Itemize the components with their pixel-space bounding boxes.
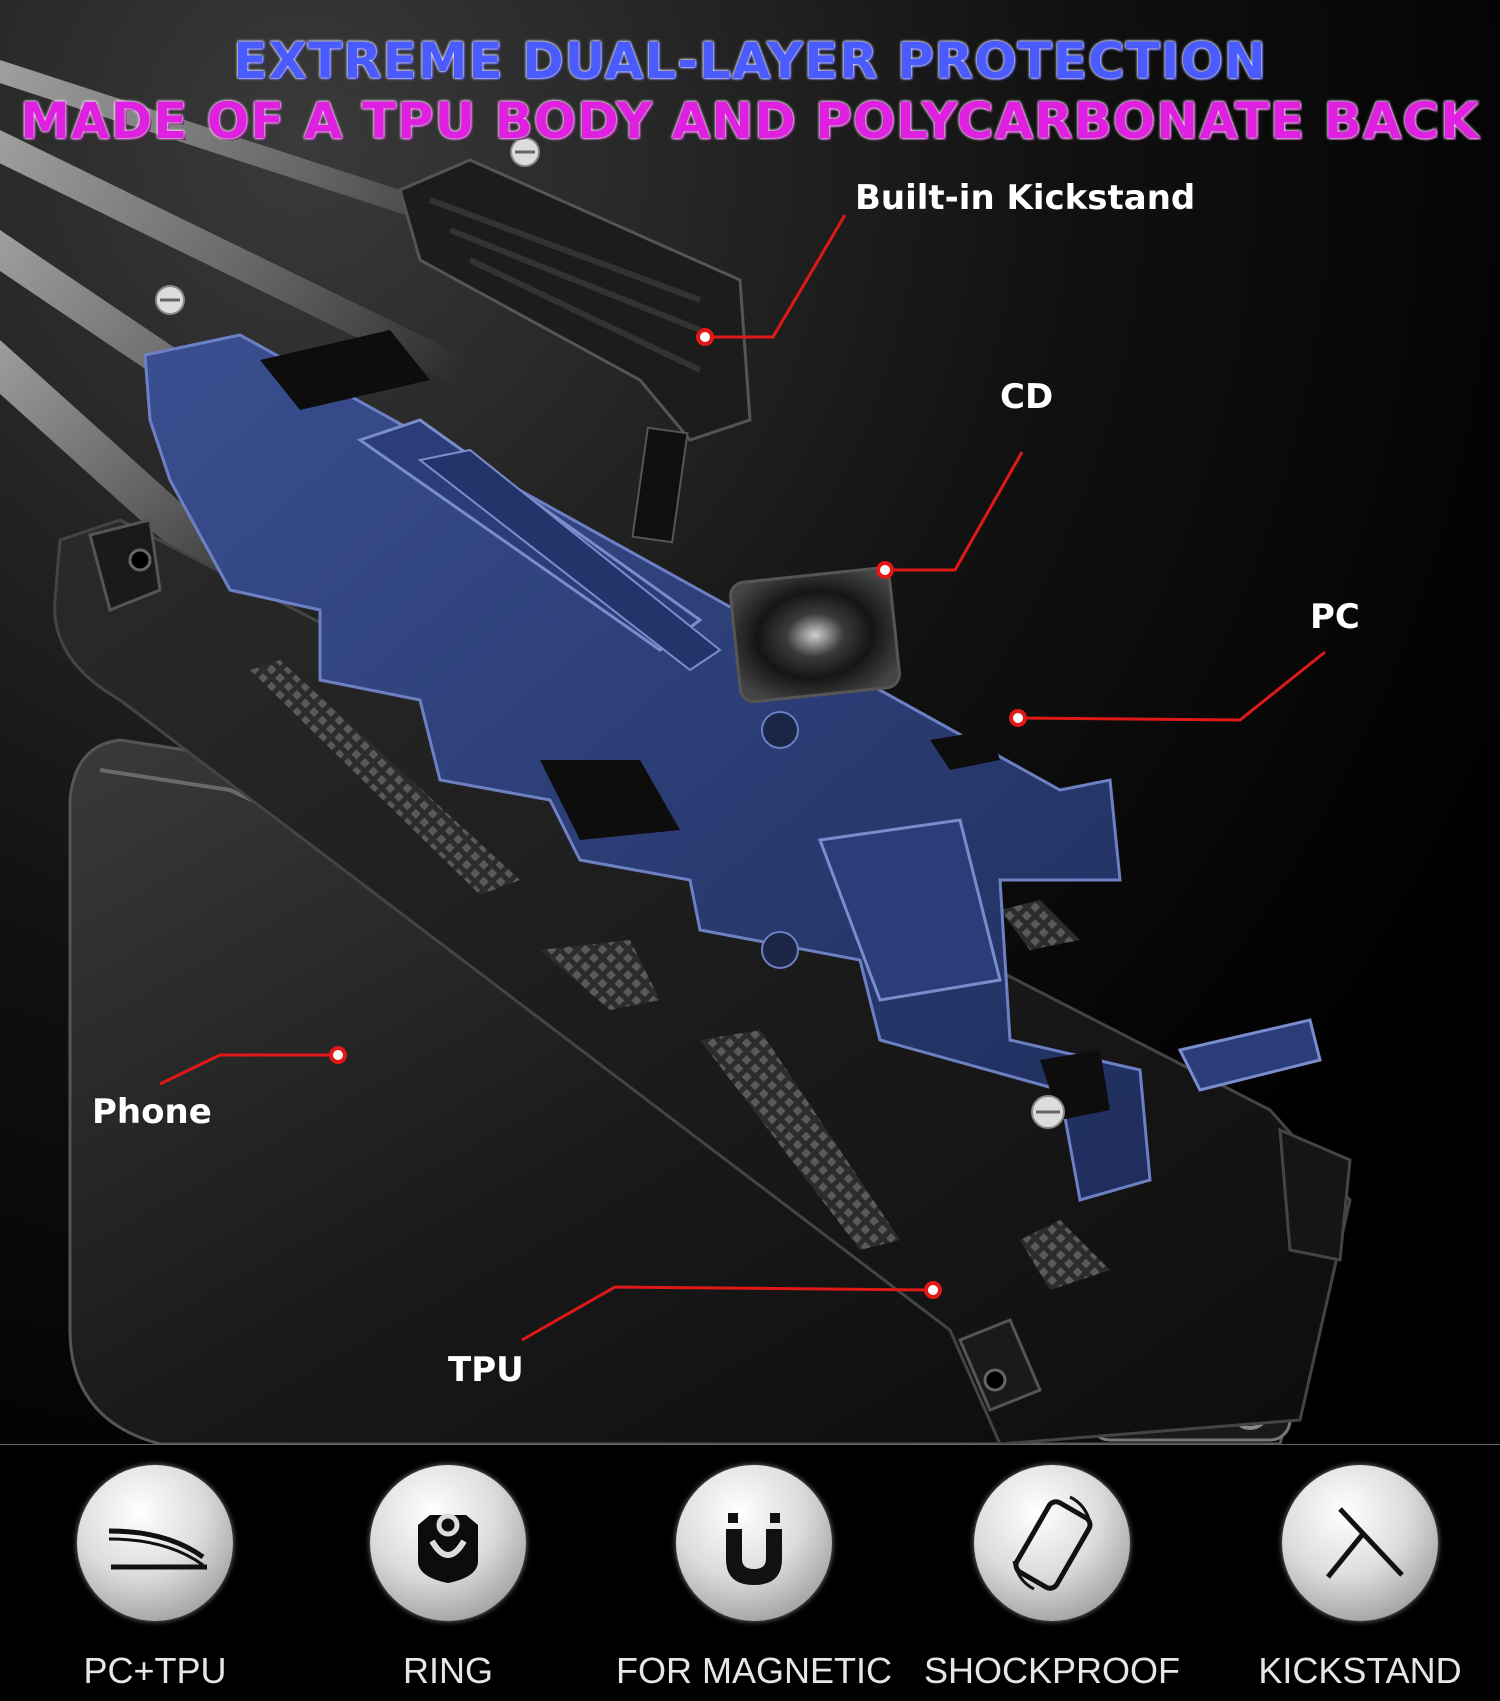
- callout-pc: PC: [1310, 597, 1360, 637]
- callout-cd: CD: [1000, 377, 1054, 417]
- phone-case-illustration: [53, 137, 1352, 1444]
- grip-texture: [1000, 900, 1080, 950]
- kickstand-icon: [1282, 1465, 1438, 1621]
- callout-tpu: TPU: [448, 1350, 524, 1390]
- feature-bar: PC+TPU RING FOR MAGNETIC: [0, 1444, 1500, 1701]
- leader-tpu: [521, 1285, 934, 1342]
- leader-dot: [696, 328, 714, 346]
- grip-texture: [540, 940, 660, 1010]
- screw-icon: [1031, 1095, 1065, 1129]
- feature-label: PC+TPU: [83, 1650, 227, 1691]
- cd-plate: [729, 566, 901, 704]
- grip-texture: [1020, 1220, 1110, 1290]
- feature-kickstand: KICKSTAND: [1210, 1445, 1500, 1701]
- leader-kickstand: [705, 214, 847, 339]
- feature-shockproof: SHOCKPROOF: [902, 1445, 1202, 1701]
- feature-magnetic: FOR MAGNETIC: [604, 1445, 904, 1701]
- kickstand-plate: [398, 158, 752, 442]
- callout-leaders: [159, 214, 1326, 1342]
- leader-phone: [159, 1053, 338, 1086]
- magnet-icon: [676, 1465, 832, 1621]
- callout-kickstand: Built-in Kickstand: [855, 178, 1196, 218]
- leader-dot: [1009, 709, 1027, 727]
- product-scene: EXTREME DUAL-LAYER PROTECTION MADE OF A …: [0, 0, 1500, 1444]
- screw-icon: [155, 285, 185, 315]
- feature-label: SHOCKPROOF: [923, 1650, 1181, 1691]
- callout-phone: Phone: [92, 1092, 212, 1132]
- headline-line-1: EXTREME DUAL-LAYER PROTECTION: [233, 32, 1267, 90]
- layers-icon: [77, 1465, 233, 1621]
- grip-texture: [250, 660, 520, 895]
- feature-ring: RING: [298, 1445, 598, 1701]
- phone-icon: [974, 1465, 1130, 1621]
- grip-texture: [700, 1030, 900, 1250]
- leader-pc: [1017, 650, 1326, 722]
- leader-dot: [876, 561, 894, 579]
- leader-cd: [885, 451, 1024, 572]
- feature-pc-tpu: PC+TPU: [5, 1445, 305, 1701]
- leader-dot: [329, 1046, 347, 1064]
- feature-label: KICKSTAND: [1258, 1650, 1462, 1691]
- leader-dot: [924, 1281, 942, 1299]
- feature-label: RING: [403, 1650, 493, 1691]
- headline-line-2: MADE OF A TPU BODY AND POLYCARBONATE BAC…: [20, 92, 1480, 150]
- ring-icon: [370, 1465, 526, 1621]
- feature-label: FOR MAGNETIC: [616, 1650, 892, 1691]
- screw-icon: [510, 137, 540, 167]
